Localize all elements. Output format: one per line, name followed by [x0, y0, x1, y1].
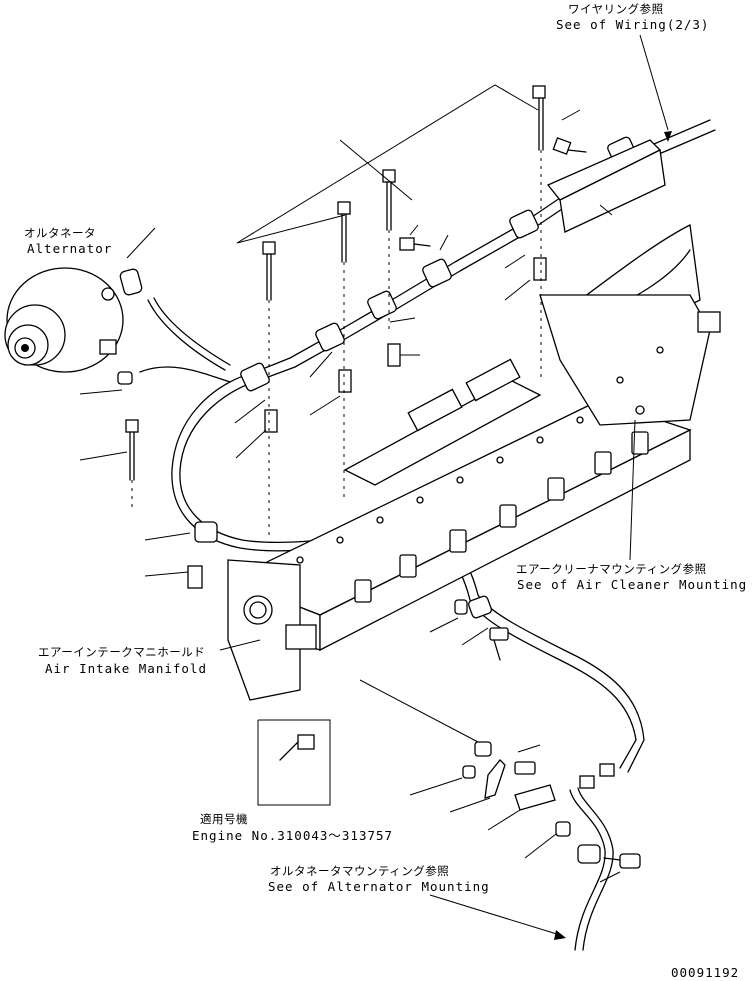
lower-parts [454, 599, 641, 869]
drawing-number: 00091192 [671, 965, 740, 980]
wiring-ref-en: See of Wiring(2/3) [556, 17, 710, 32]
alternator-label-jp: オルタネータ [24, 226, 96, 240]
alternator-label-en: Alternator [27, 241, 113, 256]
mounting-bolts [125, 85, 587, 481]
inset-box [257, 719, 331, 806]
leader-lines [79, 109, 636, 883]
spacers [187, 257, 547, 589]
wiring-leader-arrow [639, 34, 672, 142]
harness-bracket [546, 139, 666, 233]
bolt-group-box [236, 84, 539, 244]
alternator-mounting-arrow [429, 894, 566, 940]
install-lines [131, 150, 542, 535]
wiring-ref-jp: ワイヤリング参照 [568, 2, 664, 16]
manifold-label-en: Air Intake Manifold [45, 661, 207, 676]
air-cleaner-bracket [539, 224, 721, 426]
air-cleaner-ref-en: See of Air Cleaner Mounting [517, 577, 748, 592]
engine-number: Engine No.310043～313757 [192, 828, 394, 843]
alternator-mounting-ref-en: See of Alternator Mounting [268, 879, 490, 894]
manifold-label-jp: エアーインテークマニホールド [38, 645, 206, 659]
applicable-label-jp: 適用号機 [200, 812, 248, 826]
alternator-drawing [4, 267, 231, 385]
alternator-mounting-ref-jp: オルタネータマウンティング参照 [270, 864, 450, 878]
air-cleaner-ref-jp: エアークリーナマウンティング参照 [516, 562, 707, 576]
air-intake-manifold [227, 358, 692, 701]
